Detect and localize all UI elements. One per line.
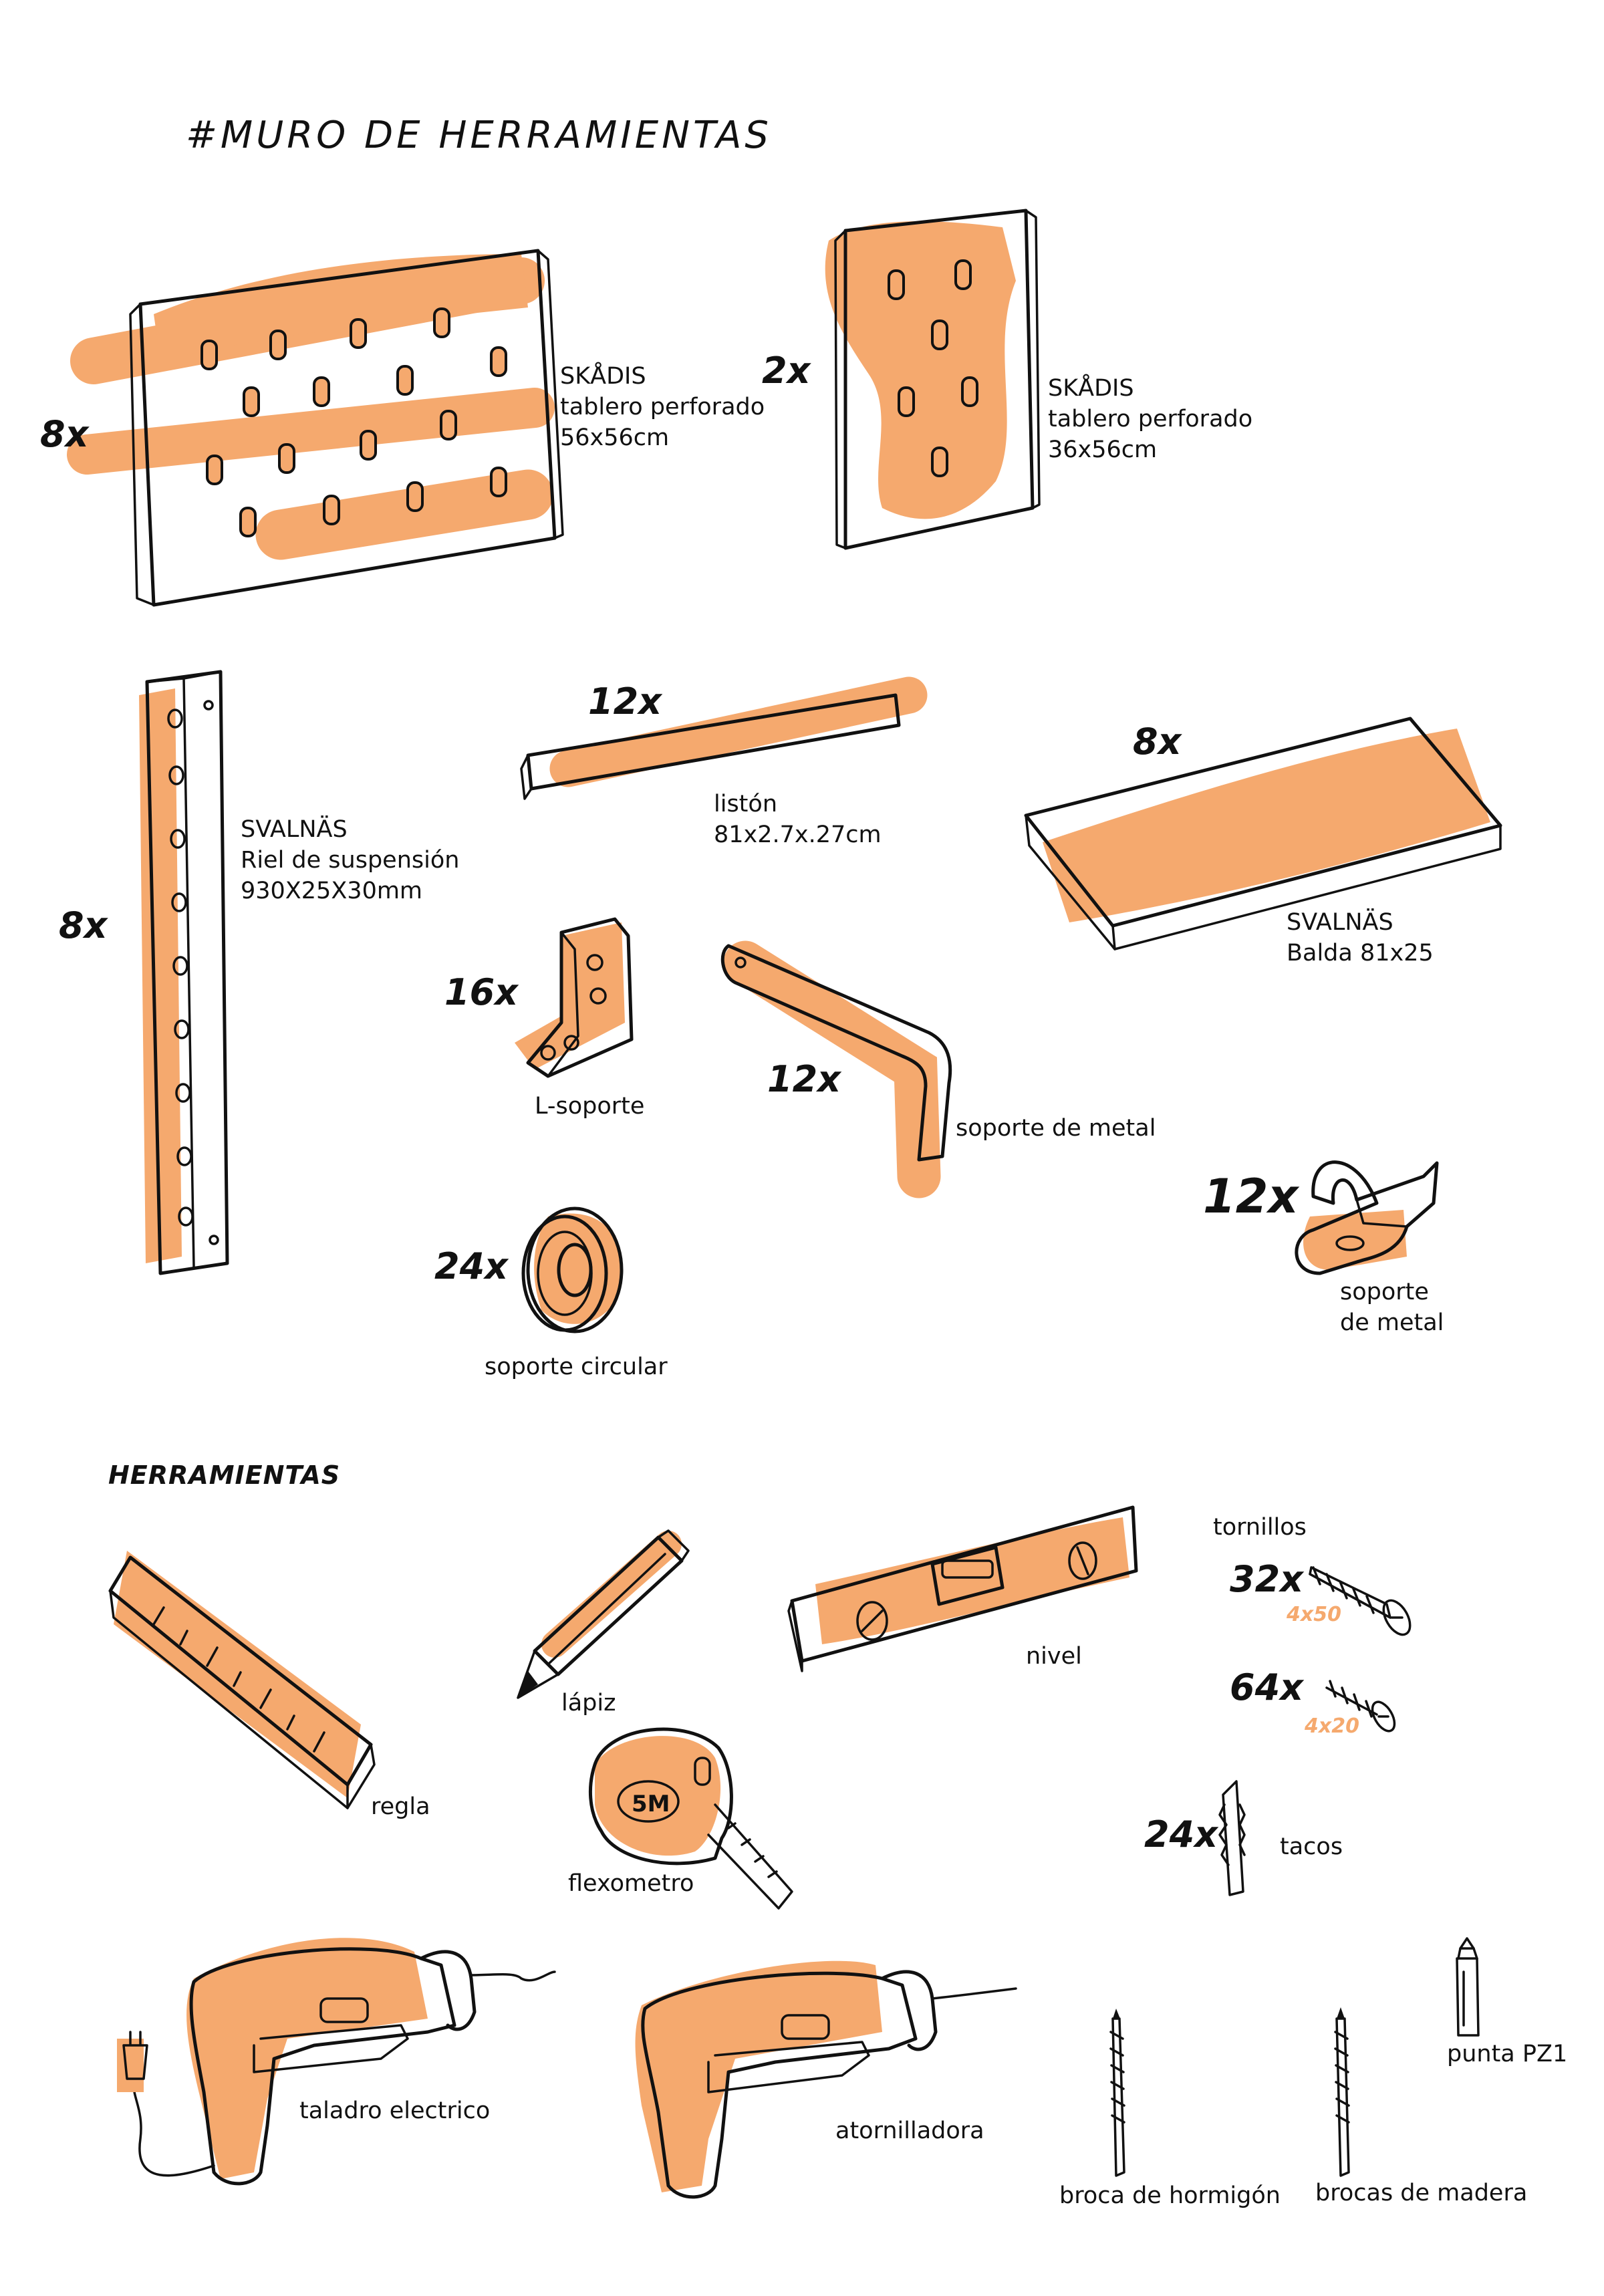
metal-arm-label: soporte de metal bbox=[956, 1115, 1156, 1142]
l-bracket-qty: 16x bbox=[444, 971, 518, 1013]
skadis-large-qty: 8x bbox=[40, 413, 89, 455]
liston-label: listón 81x2.7x.27cm bbox=[714, 791, 882, 848]
liston-qty: 12x bbox=[588, 680, 662, 723]
batten-icon bbox=[520, 676, 928, 800]
spirit-level-icon bbox=[787, 1505, 1138, 1672]
metal-hook-label: soporte de metal bbox=[1340, 1279, 1444, 1336]
screw-large-icon bbox=[1309, 1566, 1412, 1636]
ruler-label: regla bbox=[371, 1793, 430, 1820]
metal-hook-qty: 12x bbox=[1203, 1169, 1299, 1224]
metal-arm-bracket-icon bbox=[720, 940, 952, 1198]
drill-label: taladro electrico bbox=[299, 2097, 491, 2124]
screwdriver-drill-label: atornilladora bbox=[835, 2118, 984, 2144]
wood-bit-label: brocas de madera bbox=[1315, 2180, 1528, 2206]
screwdriver-drill-icon bbox=[635, 1960, 1017, 2199]
circular-bracket-icon bbox=[521, 1206, 624, 1333]
ruler-icon bbox=[108, 1551, 376, 1809]
masonry-bit-icon bbox=[1109, 2009, 1125, 2177]
pegboard-slots bbox=[200, 307, 507, 537]
spirit-level-label: nivel bbox=[1026, 1643, 1082, 1670]
pencil-label: lápiz bbox=[561, 1690, 616, 1716]
screw-small-size: 4x20 bbox=[1305, 1714, 1359, 1738]
metal-arm-qty: 12x bbox=[767, 1058, 841, 1100]
tape-measure-badge: 5M bbox=[632, 1791, 670, 1817]
wall-plug-qty: 24x bbox=[1144, 1813, 1218, 1856]
circular-bracket-label: soporte circular bbox=[485, 1354, 668, 1380]
screwdriver-bit-icon bbox=[1456, 1937, 1480, 2037]
pencil-icon bbox=[517, 1529, 690, 1699]
screw-large-qty: 32x bbox=[1230, 1558, 1303, 1600]
screws-heading: tornillos bbox=[1213, 1514, 1307, 1541]
metal-hook-bracket-icon bbox=[1295, 1160, 1439, 1275]
wood-bit-icon bbox=[1334, 2007, 1350, 2177]
pegboard-large-icon bbox=[67, 249, 564, 607]
shelf-label: SVALNÄS Balda 81x25 bbox=[1287, 909, 1434, 967]
rail-label: SVALNÄS Riel de suspensión 930X25X30mm bbox=[241, 816, 460, 904]
drill-icon bbox=[117, 1938, 556, 2186]
tape-measure-icon: 5M bbox=[589, 1727, 793, 1910]
rail-icon bbox=[139, 670, 229, 1275]
skadis-large-label: SKÅDIS tablero perforado 56x56cm bbox=[560, 363, 765, 451]
screw-small-icon bbox=[1325, 1680, 1396, 1733]
screw-large-size: 4x50 bbox=[1287, 1603, 1341, 1626]
shelf-icon bbox=[1024, 717, 1502, 950]
skadis-small-qty: 2x bbox=[762, 350, 811, 392]
pegboard-small-icon bbox=[825, 209, 1041, 550]
masonry-bit-label: broca de hormigón bbox=[1059, 2182, 1281, 2209]
shelf-qty: 8x bbox=[1133, 721, 1182, 763]
l-bracket-icon bbox=[515, 917, 634, 1078]
skadis-small-label: SKÅDIS tablero perforado 36x56cm bbox=[1048, 375, 1253, 463]
screw-small-qty: 64x bbox=[1230, 1666, 1303, 1708]
page-title: #MURO DE HERRAMIENTAS bbox=[186, 114, 772, 157]
circular-bracket-qty: 24x bbox=[434, 1245, 508, 1287]
tape-measure-label: flexometro bbox=[568, 1870, 694, 1897]
tools-heading: HERRAMIENTAS bbox=[108, 1460, 341, 1490]
wall-plug-label: tacos bbox=[1280, 1833, 1343, 1860]
wall-plug-icon bbox=[1218, 1780, 1246, 1896]
rail-qty: 8x bbox=[59, 904, 108, 946]
screwdriver-bit-label: punta PZ1 bbox=[1447, 2041, 1568, 2067]
l-bracket-label: L-soporte bbox=[535, 1093, 645, 1120]
